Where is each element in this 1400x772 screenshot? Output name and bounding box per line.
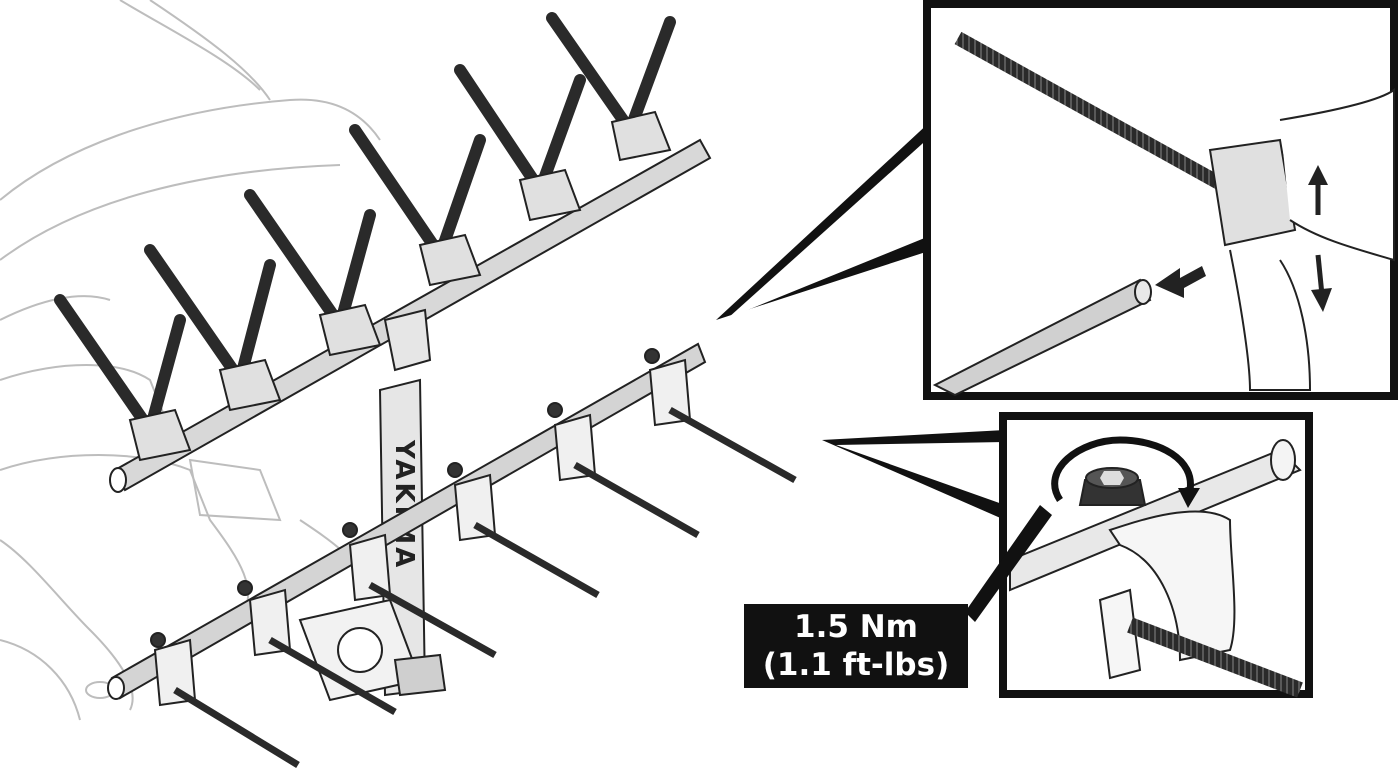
torque-metric: 1.5 Nm [794, 609, 918, 645]
strap-mount-2 [237, 580, 397, 716]
callout-knob-tighten [822, 412, 1313, 698]
cradle-6 [546, 12, 676, 162]
cradle-1 [54, 294, 192, 462]
up-down-arrow-icon [1308, 165, 1332, 312]
strap-mount-3 [342, 522, 497, 659]
callout-strap-release [716, 0, 1398, 400]
cradle-3 [244, 189, 382, 357]
torque-spec-label: 1.5 Nm (1.1 ft-lbs) [744, 604, 968, 688]
bike-cradles [54, 12, 676, 462]
strap-mount-6 [644, 348, 797, 484]
rack-mast: YAKIMA [298, 308, 447, 702]
strap-mount-1 [150, 632, 300, 768]
strap-mount-4 [447, 462, 600, 599]
cradle-5 [454, 64, 586, 222]
cradle-2 [144, 244, 282, 412]
strap-detail-lower [1127, 617, 1303, 698]
strap-detail [954, 31, 1232, 195]
cradle-4 [349, 124, 486, 287]
strap-mount-5 [547, 402, 700, 539]
torque-imperial: (1.1 ft-lbs) [762, 647, 950, 683]
adjustment-knob [1078, 467, 1147, 506]
rotate-arrow-icon [1051, 436, 1200, 508]
strap-mounts [150, 348, 797, 768]
push-arrow-icon [1155, 266, 1206, 298]
brand-mark: YAKIMA [389, 439, 419, 570]
